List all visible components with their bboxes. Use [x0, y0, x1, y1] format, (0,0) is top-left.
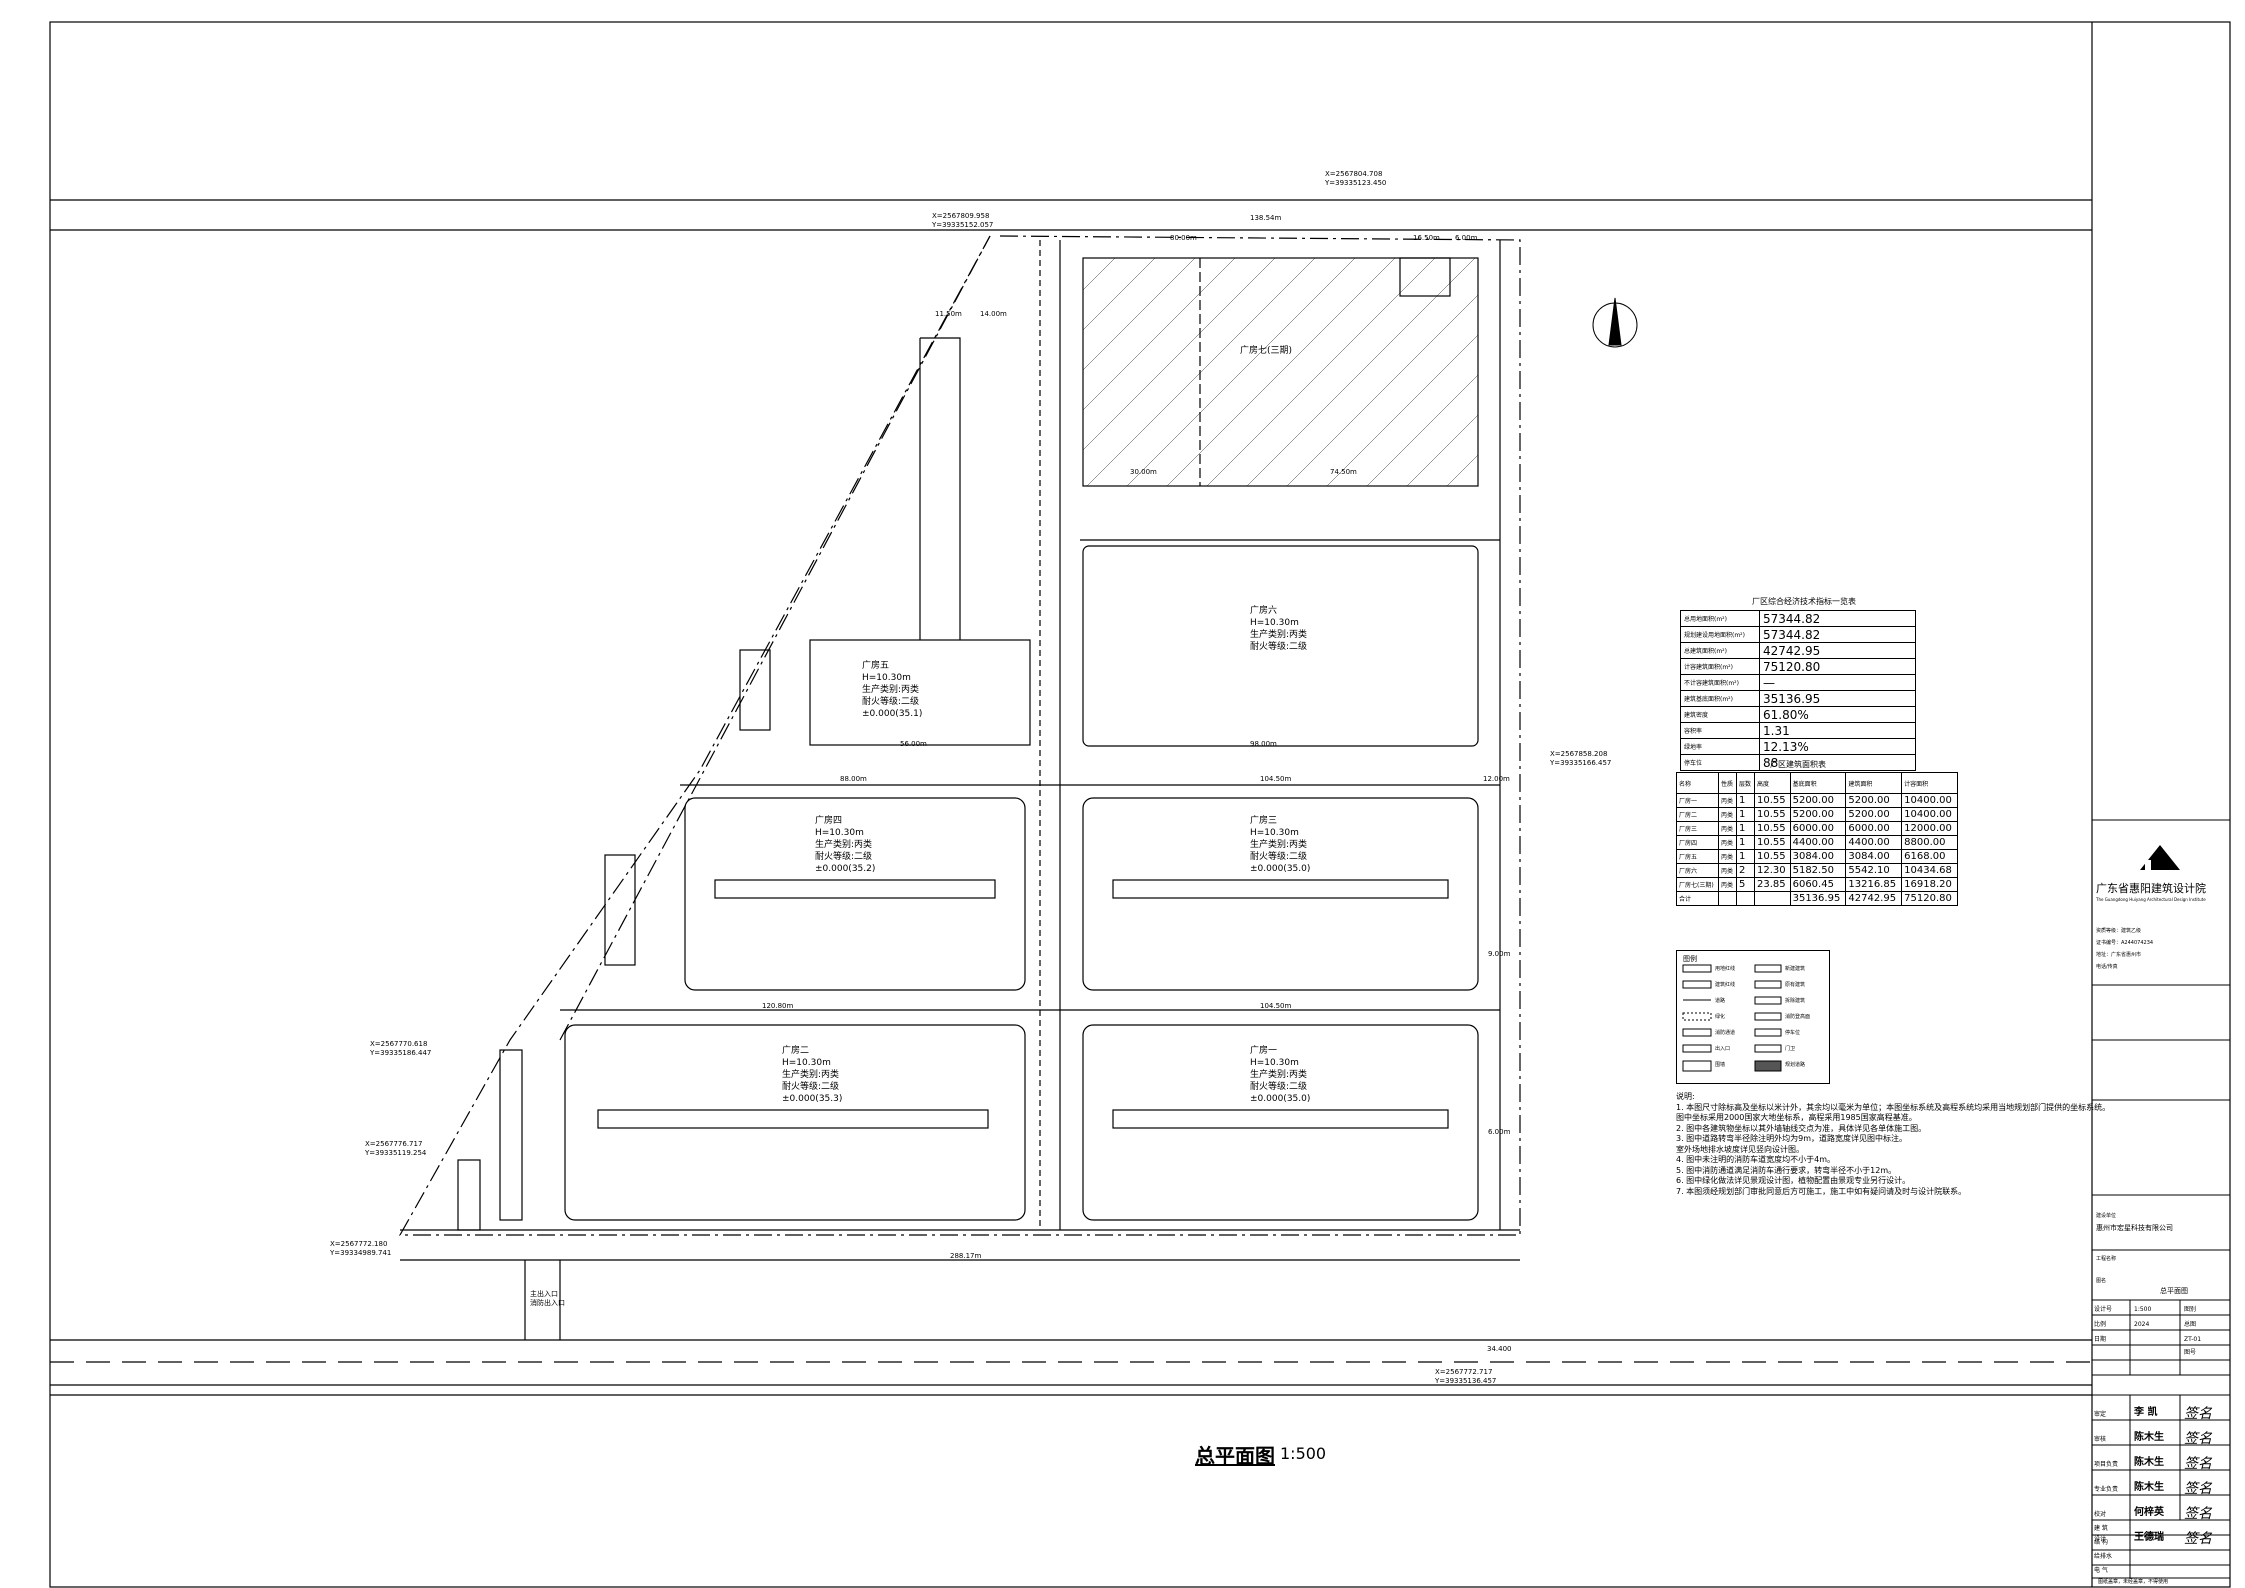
- notes: 说明: 1. 本图尺寸除标高及坐标以米计外，其余均以毫米为单位；本图坐标系统及高…: [1676, 1092, 2111, 1196]
- legend: 图例 用地红线 建筑红线 道路 绿化 消防通道 出入口 围墙 新建建筑 原有建筑…: [1676, 950, 1830, 1084]
- dim-row1-b: 104.50m: [1260, 775, 1292, 783]
- project-label: 工程名称: [2096, 1256, 2117, 1262]
- legend-item: 绿化: [1715, 1014, 1726, 1020]
- legend-item: 围墙: [1715, 1062, 1726, 1068]
- legend-swatches: [1682, 964, 1782, 1072]
- building-f1: [1082, 1024, 1479, 1221]
- role-names: 李 凯陈木生陈木生陈木生何梓英王德瑞: [2134, 1407, 2164, 1543]
- field-labels: 设计号比例日期: [2094, 1306, 2113, 1343]
- site-red-line: [398, 235, 1521, 1236]
- legend-item: 建筑红线: [1715, 982, 1736, 988]
- dim-row2-a: 120.80m: [762, 1002, 794, 1010]
- building-f7-label: 广房七(三期): [1240, 346, 1293, 356]
- building-table-title: 厂区建筑面积表: [1770, 760, 1826, 769]
- drawing-title: 总平面图: [1195, 1444, 1275, 1468]
- dim-left-b: 14.00m: [980, 310, 1007, 318]
- legend-item: 消防登高面: [1785, 1014, 1811, 1020]
- stats-table-title: 厂区综合经济技术指标一览表: [1752, 597, 1856, 606]
- dim-f6-width: 98.00m: [1250, 740, 1277, 748]
- drawing-scale: 1:500: [1280, 1444, 1327, 1463]
- legend-item: 原有建筑: [1785, 982, 1806, 988]
- dim-f7-a: 30.00m: [1130, 468, 1157, 476]
- discipline-rows: 建 筑结 构给排水电 气: [2094, 1525, 2113, 1574]
- dim-top-total: 138.54m: [1250, 214, 1282, 222]
- dim-gap-c: 6.00m: [1488, 1128, 1511, 1136]
- company-logo-icon: [2140, 845, 2180, 870]
- stats-table: 总用地面积(m²)57344.82 规划建设用地面积(m²)57344.82 总…: [1680, 610, 1916, 771]
- dim-gap-a: 12.00m: [1483, 775, 1510, 783]
- elev-right: 34.400: [1487, 1345, 1512, 1353]
- field-label-drawing-no: 图号: [2184, 1349, 2197, 1356]
- dim-top-c: 6.00m: [1455, 234, 1478, 242]
- legend-item: 新建建筑: [1785, 966, 1806, 972]
- building-f6: [1082, 545, 1479, 747]
- legend-item: 道路: [1715, 998, 1726, 1004]
- company-name: 广东省惠阳建筑设计院: [2096, 882, 2206, 895]
- legend-item: 消防通道: [1715, 1030, 1736, 1036]
- dim-top-a: 80.00m: [1170, 234, 1197, 242]
- client-label: 建设单位: [2096, 1213, 2117, 1219]
- building-f2: [564, 1024, 1026, 1221]
- legend-item: 用地红线: [1715, 966, 1736, 972]
- legend-item: 门卫: [1785, 1046, 1796, 1052]
- legend-item: 规划道路: [1785, 1062, 1806, 1068]
- legend-item: 停车位: [1785, 1030, 1801, 1036]
- dim-bottom-total: 288.17m: [950, 1252, 982, 1260]
- client-name: 惠州市宏星科技有限公司: [2096, 1224, 2173, 1232]
- footer-note: 图纸盖章，未经盖章，不得使用: [2098, 1579, 2169, 1585]
- role-labels: 审定审核项目负责专业负责校对设计: [2094, 1411, 2119, 1543]
- dim-row2-b: 104.50m: [1260, 1002, 1292, 1010]
- company-name-en: The Guangdong Huiyang Architectural Desi…: [2096, 897, 2206, 902]
- dim-f7-b: 74.50m: [1330, 468, 1357, 476]
- dim-top-b: 16.50m: [1413, 234, 1440, 242]
- drawing-name-label: 图名: [2096, 1278, 2107, 1284]
- legend-item: 出入口: [1715, 1046, 1731, 1052]
- dim-row1-a: 88.00m: [840, 775, 867, 783]
- signature-marks: 签名签名签名签名签名签名: [2184, 1406, 2212, 1547]
- main-entrance-label: 主出入口消防出入口: [530, 1290, 565, 1307]
- building-f4: [684, 797, 1026, 991]
- building-f7: [1082, 257, 1479, 487]
- legend-item: 拆除建筑: [1785, 998, 1806, 1004]
- building-f3: [1082, 797, 1479, 991]
- dim-gap-b: 9.00m: [1488, 950, 1511, 958]
- drawing-name: 总平面图: [2160, 1287, 2188, 1295]
- dim-left-a: 11.50m: [935, 310, 962, 318]
- north-arrow-icon: [1592, 297, 1638, 348]
- drawing-frame: [49, 21, 2231, 1588]
- field-labels-right: 图别: [2184, 1306, 2197, 1313]
- dim-f5-width: 56.00m: [900, 740, 927, 748]
- legend-title: 图例: [1683, 955, 1697, 963]
